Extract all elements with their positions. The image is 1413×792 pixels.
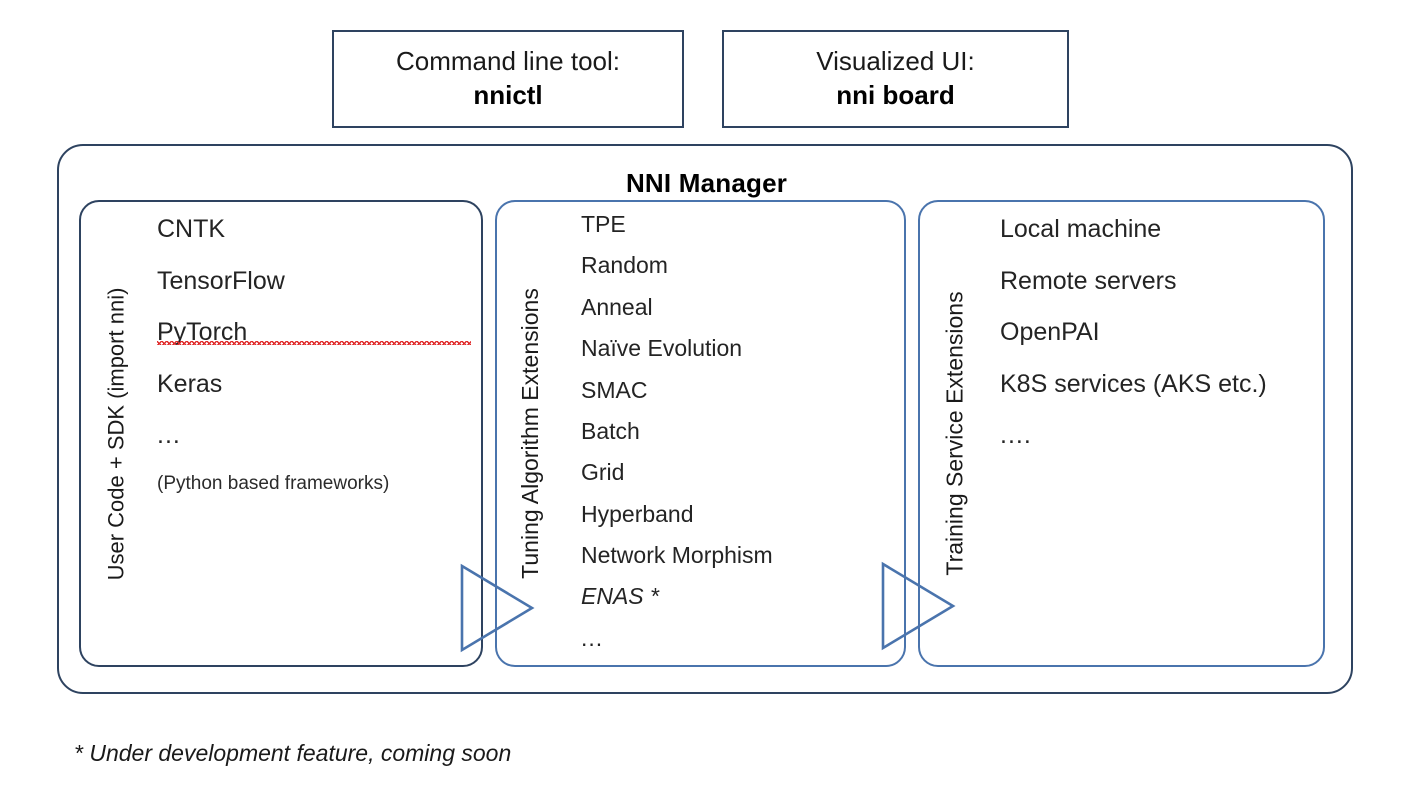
- list-item: ENAS *: [581, 583, 659, 610]
- list-item: SMAC: [581, 376, 648, 403]
- panel-training-service-item-list: Local machine Remote servers OpenPAI K8S…: [1000, 216, 1315, 474]
- list-item: PyTorch: [157, 319, 473, 346]
- list-item: TPE: [581, 211, 626, 237]
- panel-training-service-side-label: Training Service Extensions: [932, 202, 978, 665]
- list-item: OpenPAI: [1000, 318, 1100, 346]
- panel-tuning-algorithms-side-label: Tuning Algorithm Extensions: [507, 202, 553, 665]
- list-item: K8S services (AKS etc.): [1000, 369, 1267, 398]
- list-item: Anneal: [581, 293, 653, 320]
- visualized-ui-box: Visualized UI: nni board: [722, 30, 1069, 128]
- panel-tuning-algorithms-item-list: TPE Random Anneal Naïve Evolution SMAC B…: [581, 212, 896, 667]
- list-item: Keras: [157, 369, 223, 398]
- panel-user-code: User Code + SDK (import nni) CNTK Tensor…: [79, 200, 483, 667]
- command-line-tool-name: nnictl: [473, 80, 543, 110]
- list-item: ...: [157, 421, 181, 449]
- visualized-ui-name: nni board: [836, 80, 955, 110]
- list-item: Local machine: [1000, 215, 1162, 243]
- list-item: TensorFlow: [157, 266, 285, 295]
- list-item: Remote servers: [1000, 266, 1177, 295]
- command-line-tool-caption: Command line tool:: [396, 46, 620, 77]
- list-item: Network Morphism: [581, 542, 773, 568]
- list-item: Grid: [581, 459, 625, 486]
- panel-training-service: Training Service Extensions Local machin…: [918, 200, 1325, 667]
- list-item: (Python based frameworks): [157, 472, 390, 494]
- visualized-ui-caption: Visualized UI:: [816, 46, 975, 77]
- list-item: Naïve Evolution: [581, 335, 743, 362]
- panel-user-code-side-label: User Code + SDK (import nni): [93, 202, 139, 665]
- panel-tuning-algorithms-side-label-text: Tuning Algorithm Extensions: [516, 288, 543, 579]
- list-item: ....: [1000, 421, 1032, 449]
- command-line-tool-box: Command line tool: nnictl: [332, 30, 684, 128]
- panel-user-code-item-list: CNTK TensorFlow PyTorch Keras ... (Pytho…: [157, 216, 473, 519]
- panel-user-code-side-label-text: User Code + SDK (import nni): [103, 287, 129, 580]
- nni-manager-title: NNI Manager: [625, 168, 788, 198]
- list-item: Hyperband: [581, 500, 694, 527]
- list-item: ...: [581, 624, 604, 651]
- panel-tuning-algorithms: Tuning Algorithm Extensions TPE Random A…: [495, 200, 906, 667]
- footnote: * Under development feature, coming soon: [74, 740, 512, 766]
- list-item: CNTK: [157, 215, 226, 243]
- list-item: Random: [581, 252, 668, 279]
- list-item: Batch: [581, 417, 640, 444]
- panel-training-service-side-label-text: Training Service Extensions: [941, 291, 968, 576]
